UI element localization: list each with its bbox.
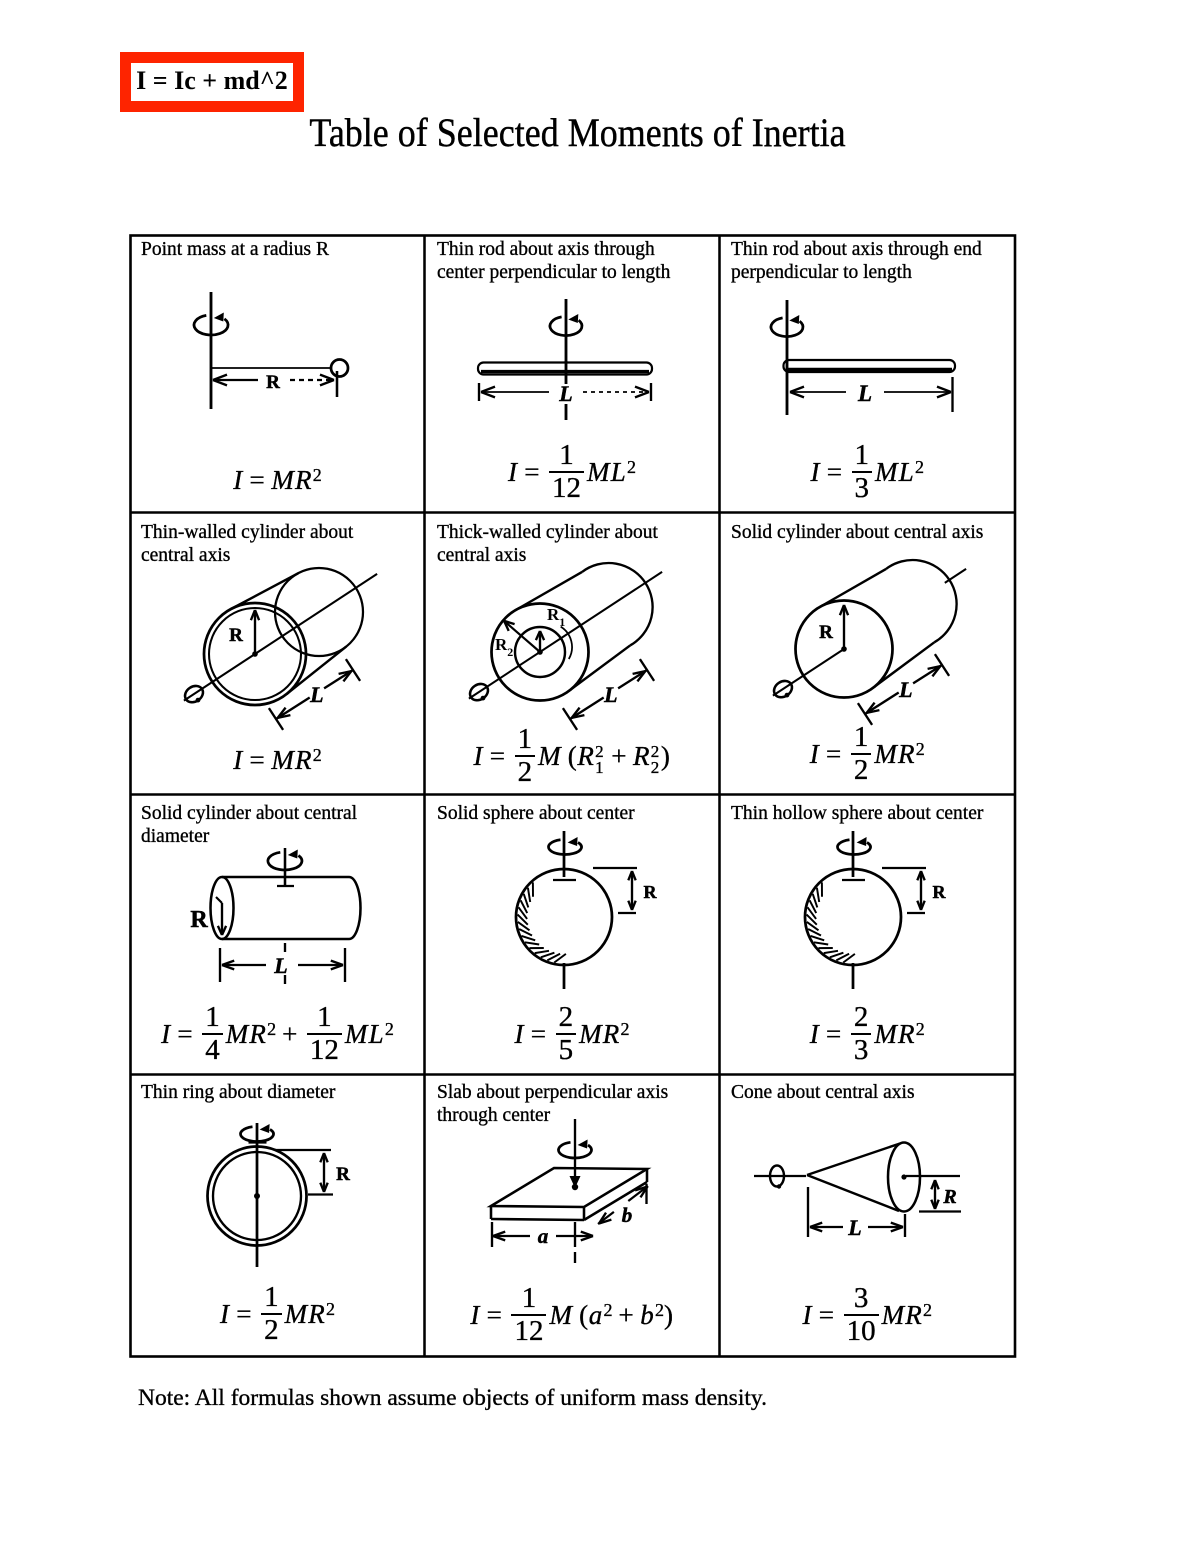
svg-text:R: R [229, 625, 243, 646]
svg-text:R: R [933, 882, 947, 902]
svg-text:R: R [336, 1164, 350, 1185]
svg-text:a: a [538, 1224, 549, 1248]
svg-text:L: L [603, 682, 617, 707]
svg-text:L: L [898, 677, 912, 702]
svg-text:L: L [847, 1215, 861, 1240]
svg-text:R: R [942, 1186, 956, 1208]
svg-text:L: L [857, 381, 872, 406]
svg-text:R: R [644, 882, 658, 902]
svg-text:R: R [819, 622, 833, 643]
svg-text:L: L [309, 682, 323, 707]
svg-text:b: b [622, 1203, 633, 1227]
svg-text:L: L [558, 381, 572, 406]
svg-text:L: L [273, 953, 287, 978]
svg-text:R: R [266, 372, 280, 393]
svg-text:R: R [190, 907, 208, 933]
